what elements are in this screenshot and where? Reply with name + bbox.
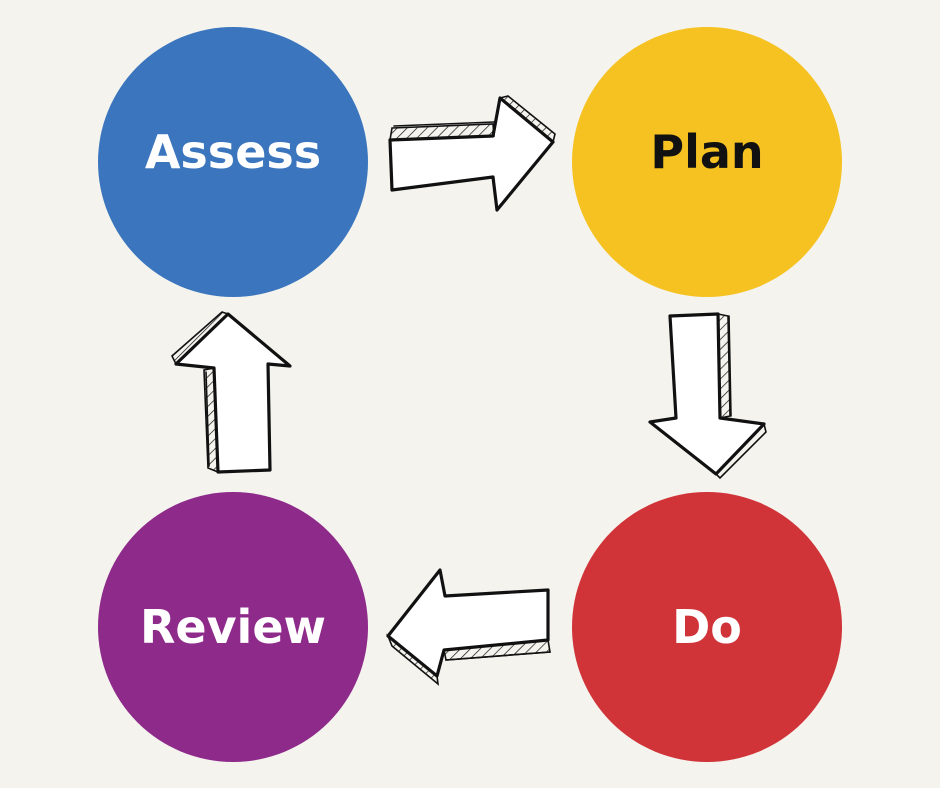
node-plan-label: Plan xyxy=(650,125,763,179)
node-review: Review xyxy=(98,492,368,762)
node-do-label: Do xyxy=(672,600,742,654)
node-assess-label: Assess xyxy=(145,125,321,179)
arrow-do-to-review xyxy=(386,568,551,686)
node-review-circle xyxy=(98,492,368,762)
node-do-circle xyxy=(572,492,842,762)
node-assess-circle xyxy=(98,27,368,297)
arrow-plan-to-do xyxy=(648,312,767,480)
node-assess: Assess xyxy=(98,27,368,297)
node-plan: Plan xyxy=(572,27,842,297)
arrow-assess-to-plan xyxy=(388,95,556,212)
node-do: Do xyxy=(572,492,842,762)
node-plan-circle xyxy=(572,27,842,297)
node-review-label: Review xyxy=(140,600,326,654)
arrow-review-to-assess xyxy=(171,311,292,474)
